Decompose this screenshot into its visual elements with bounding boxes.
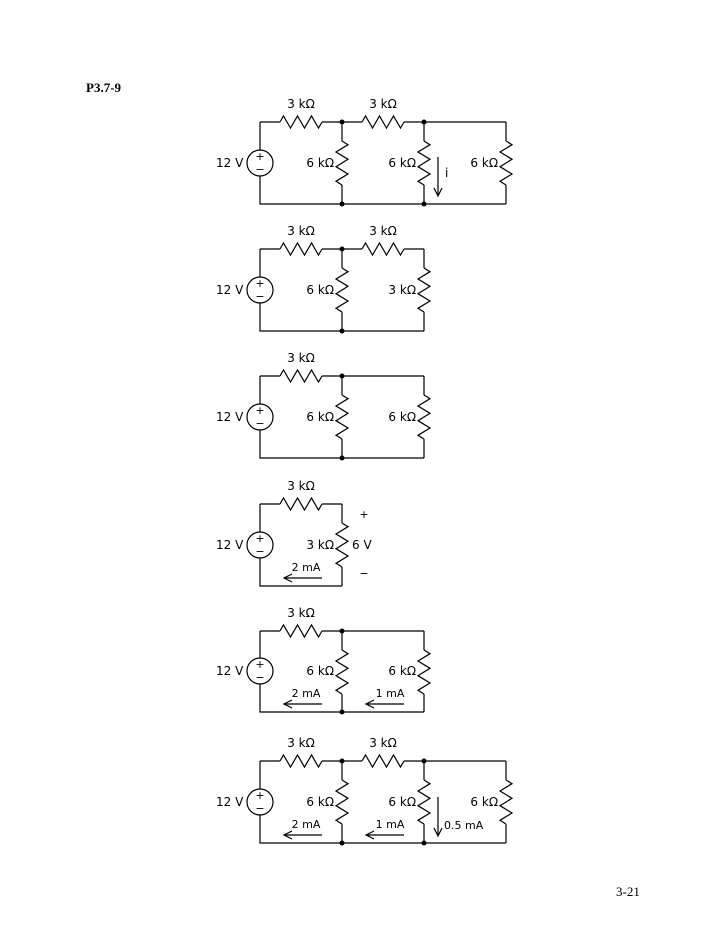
plus-sign: + (255, 150, 264, 163)
voltage-source (246, 276, 274, 304)
resistor-series-2 (361, 753, 405, 769)
current-label: 2 mA (292, 561, 321, 574)
circuit-2: + − 12 V 3 kΩ 3 kΩ 6 kΩ 3 kΩ (216, 224, 432, 334)
resistor-label: 6 kΩ (306, 283, 334, 297)
resistor-label: 6 kΩ (388, 664, 416, 678)
resistor-shunt-1 (334, 649, 350, 695)
plus-sign: + (255, 789, 264, 802)
resistor-shunt-2 (416, 779, 432, 825)
current-arrow (364, 830, 404, 840)
minus-sign: − (255, 290, 264, 303)
voltage-source (246, 531, 274, 559)
resistor-series-1 (279, 114, 323, 130)
resistor-label: 3 kΩ (287, 351, 315, 365)
voltage-source (246, 788, 274, 816)
resistor-shunt-3 (498, 140, 514, 186)
source-label: 12 V (216, 795, 244, 809)
resistor-label: 6 kΩ (388, 410, 416, 424)
minus-sign: − (255, 417, 264, 430)
current-arrow (433, 797, 443, 838)
resistor-series-1 (279, 623, 323, 639)
resistor-shunt-2 (416, 267, 432, 313)
circuit-5: + − 12 V 3 kΩ 6 kΩ 6 kΩ 2 mA 1 mA (216, 606, 432, 715)
resistor-series-1 (279, 241, 323, 257)
resistor-shunt-2 (416, 649, 432, 695)
current-label: i (445, 166, 448, 180)
source-label: 12 V (216, 283, 244, 297)
plus-sign: + (255, 658, 264, 671)
minus-sign: − (255, 671, 264, 684)
resistor-shunt-1 (334, 267, 350, 313)
resistor-label: 3 kΩ (287, 479, 315, 493)
resistor-series-2 (361, 114, 405, 130)
voltage-label: 6 V (352, 538, 372, 552)
voltage-minus: − (359, 567, 368, 580)
resistor-label: 3 kΩ (388, 283, 416, 297)
source-label: 12 V (216, 538, 244, 552)
resistor-series-1 (279, 496, 323, 512)
resistor-series-2 (361, 241, 405, 257)
voltage-source (246, 657, 274, 685)
current-label: 2 mA (292, 818, 321, 831)
voltage-source (246, 403, 274, 431)
voltage-plus: + (359, 508, 368, 521)
resistor-label: 6 kΩ (470, 795, 498, 809)
resistor-shunt-1 (334, 140, 350, 186)
circuit-1: + − 12 V 3 kΩ 3 kΩ 6 kΩ 6 kΩ 6 kΩ i (216, 97, 514, 207)
problem-label: P3.7-9 (86, 80, 122, 95)
resistor-label: 3 kΩ (287, 606, 315, 620)
plus-sign: + (255, 532, 264, 545)
resistor-label: 6 kΩ (306, 795, 334, 809)
resistor-label: 6 kΩ (306, 410, 334, 424)
current-label: 1 mA (376, 818, 405, 831)
current-arrow (433, 157, 443, 198)
plus-sign: + (255, 404, 264, 417)
circuit-3: + − 12 V 3 kΩ 6 kΩ 6 kΩ (216, 351, 432, 461)
voltage-source (246, 149, 274, 177)
source-label: 12 V (216, 156, 244, 170)
resistor-label: 6 kΩ (388, 795, 416, 809)
source-label: 12 V (216, 664, 244, 678)
resistor-label: 6 kΩ (388, 156, 416, 170)
resistor-label: 6 kΩ (306, 664, 334, 678)
minus-sign: − (255, 802, 264, 815)
page-number: 3-21 (616, 884, 640, 899)
current-arrow (282, 699, 322, 709)
current-arrow (282, 830, 322, 840)
current-label: 2 mA (292, 687, 321, 700)
resistor-series-1 (279, 753, 323, 769)
current-arrow (282, 573, 322, 583)
current-label: 1 mA (376, 687, 405, 700)
circuit-4: + − 12 V 3 kΩ 3 kΩ 6 V + − 2 mA (216, 479, 372, 587)
resistor-shunt-2 (416, 394, 432, 440)
resistor-label: 3 kΩ (287, 736, 315, 750)
resistor-shunt-3 (498, 779, 514, 825)
resistor-label: 3 kΩ (369, 97, 397, 111)
circuit-6: + − 12 V 3 kΩ 3 kΩ 6 kΩ 6 kΩ 6 kΩ 2 mA 1… (216, 736, 514, 846)
resistor-shunt-1 (334, 394, 350, 440)
minus-sign: − (255, 163, 264, 176)
resistor-shunt-2 (416, 140, 432, 186)
plus-sign: + (255, 277, 264, 290)
resistor-label: 3 kΩ (369, 224, 397, 238)
resistor-label: 3 kΩ (287, 97, 315, 111)
resistor-shunt-1 (334, 522, 350, 568)
resistor-label: 6 kΩ (306, 156, 334, 170)
minus-sign: − (255, 545, 264, 558)
resistor-shunt-1 (334, 779, 350, 825)
current-label: 0.5 mA (444, 819, 484, 832)
resistor-label: 3 kΩ (369, 736, 397, 750)
resistor-label: 3 kΩ (287, 224, 315, 238)
source-label: 12 V (216, 410, 244, 424)
resistor-series-1 (279, 368, 323, 384)
resistor-label: 6 kΩ (470, 156, 498, 170)
resistor-label: 3 kΩ (306, 538, 334, 552)
current-arrow (364, 699, 404, 709)
